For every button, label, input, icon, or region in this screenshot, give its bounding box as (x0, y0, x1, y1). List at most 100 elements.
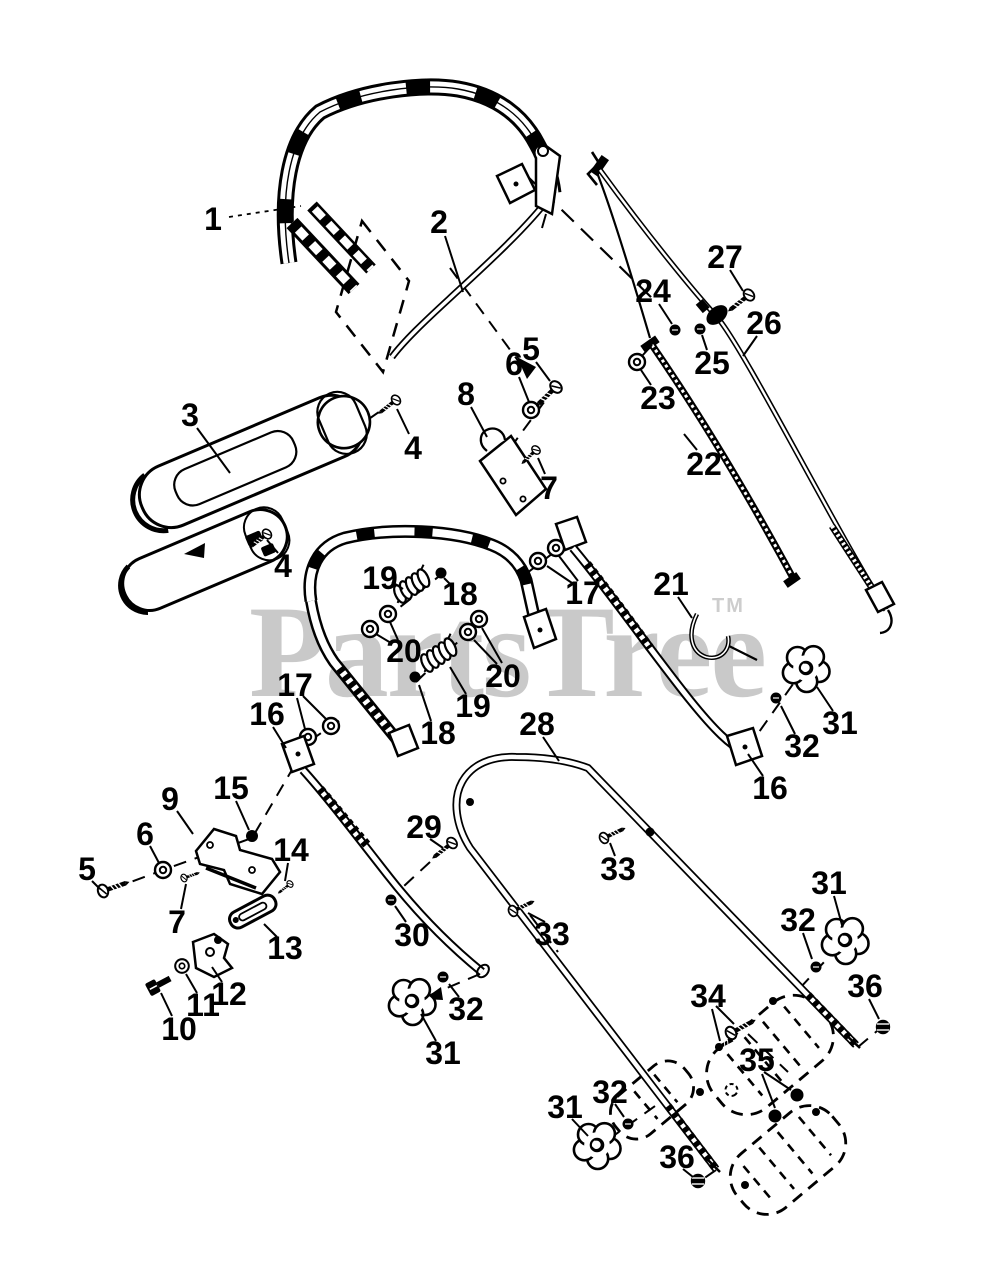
callout-leader (470, 406, 488, 438)
washer (153, 860, 173, 880)
pin (409, 671, 421, 683)
callout-label-32: 32 (592, 1074, 628, 1110)
callout-leader (780, 705, 796, 735)
callout-label-20: 20 (485, 658, 521, 694)
dashed-reference-box (334, 218, 411, 375)
cable-guide-bracket (478, 427, 548, 517)
callout-leader (180, 883, 187, 910)
callout-label-11: 11 (186, 987, 220, 1023)
callout-label-5: 5 (78, 851, 96, 887)
callout-label-27: 27 (707, 239, 743, 275)
callout-label-20: 20 (386, 633, 422, 669)
bolt-head (768, 1109, 782, 1123)
callout-label-33: 33 (600, 851, 636, 887)
callout-leader (263, 923, 278, 938)
washer (528, 551, 548, 571)
callout-leader (228, 205, 302, 218)
callout-leader (761, 1073, 776, 1109)
callout-label-24: 24 (635, 273, 671, 309)
callout-leader (429, 838, 444, 849)
carriage-bolt (384, 893, 398, 907)
callout-leader (535, 361, 551, 382)
callout-leader (185, 973, 198, 994)
assembly-arrow (517, 357, 536, 379)
nut (174, 958, 190, 974)
callout-leader (302, 695, 328, 721)
screw (96, 876, 131, 899)
screw (373, 391, 405, 420)
callout-leader (449, 666, 467, 695)
screw (274, 878, 296, 898)
washer (321, 716, 341, 736)
callout-leader (558, 555, 579, 582)
callout-label-17: 17 (565, 575, 601, 611)
callout-leader (444, 235, 464, 293)
callout-label-31: 31 (425, 1035, 461, 1071)
callout-label-32: 32 (448, 991, 484, 1027)
carriage-bolt (436, 970, 450, 984)
callout-leader (272, 726, 287, 749)
callout-label-18: 18 (442, 576, 478, 612)
control-cables (586, 151, 896, 635)
callout-leader (715, 1005, 735, 1025)
callout-leader (284, 862, 289, 882)
callout-label-29: 29 (406, 809, 442, 845)
washer (378, 604, 398, 624)
callout-label-31: 31 (811, 865, 847, 901)
callout-label-35: 35 (739, 1042, 775, 1078)
control-housing (118, 390, 372, 615)
callout-leader (196, 427, 231, 474)
callout-leader (868, 998, 880, 1020)
callout-label-12: 12 (211, 976, 247, 1012)
callout-label-15: 15 (213, 770, 249, 806)
lock-nut (875, 1019, 891, 1035)
cable-nut (668, 323, 682, 337)
hex-bolt (145, 975, 172, 996)
bolt (713, 1035, 735, 1053)
control-bail (303, 524, 558, 758)
callout-leader (658, 303, 673, 325)
bolt (246, 830, 258, 842)
carriage-bolt (621, 1117, 635, 1131)
cable-inner-wire (594, 169, 652, 339)
callout-label-16: 16 (752, 770, 788, 806)
callout-label-31: 31 (547, 1089, 583, 1125)
assembly-arrow (184, 543, 205, 558)
callout-label-6: 6 (505, 346, 523, 382)
callout-leader (542, 736, 560, 762)
callout-leader (833, 895, 843, 926)
callout-label-33: 33 (534, 916, 570, 952)
callout-leader (747, 753, 764, 777)
callout-label-8: 8 (457, 376, 475, 412)
callout-leader (396, 408, 410, 435)
callout-label-21: 21 (653, 566, 689, 602)
star-knob (572, 1121, 622, 1171)
callout-leader (816, 686, 834, 712)
callout-label-4: 4 (404, 430, 422, 466)
callout-label-3: 3 (181, 397, 199, 433)
callout-leader (391, 581, 404, 590)
callout-label-25: 25 (694, 345, 730, 381)
callout-leader (571, 1118, 589, 1137)
callout-label-13: 13 (267, 930, 303, 966)
star-knob (820, 916, 870, 966)
callout-leader (235, 800, 250, 831)
callout-label-14: 14 (273, 832, 309, 868)
link-plate (228, 893, 278, 930)
lower-handle (452, 752, 861, 1173)
callout-leader (742, 335, 758, 357)
upper-handle-tube (389, 143, 562, 360)
washer (469, 609, 489, 629)
watermark-tm: TM (712, 595, 745, 617)
upper-handle-grip (276, 78, 562, 295)
callout-label-10: 10 (161, 1011, 197, 1047)
callout-leader (614, 1103, 625, 1118)
cable-hook (689, 612, 758, 661)
callout-label-7: 7 (168, 904, 186, 940)
callout-label-2: 2 (430, 204, 448, 240)
star-knob (781, 644, 831, 694)
callout-label-32: 32 (780, 902, 816, 938)
carriage-bolt (809, 960, 823, 974)
callout-leader (91, 880, 101, 890)
